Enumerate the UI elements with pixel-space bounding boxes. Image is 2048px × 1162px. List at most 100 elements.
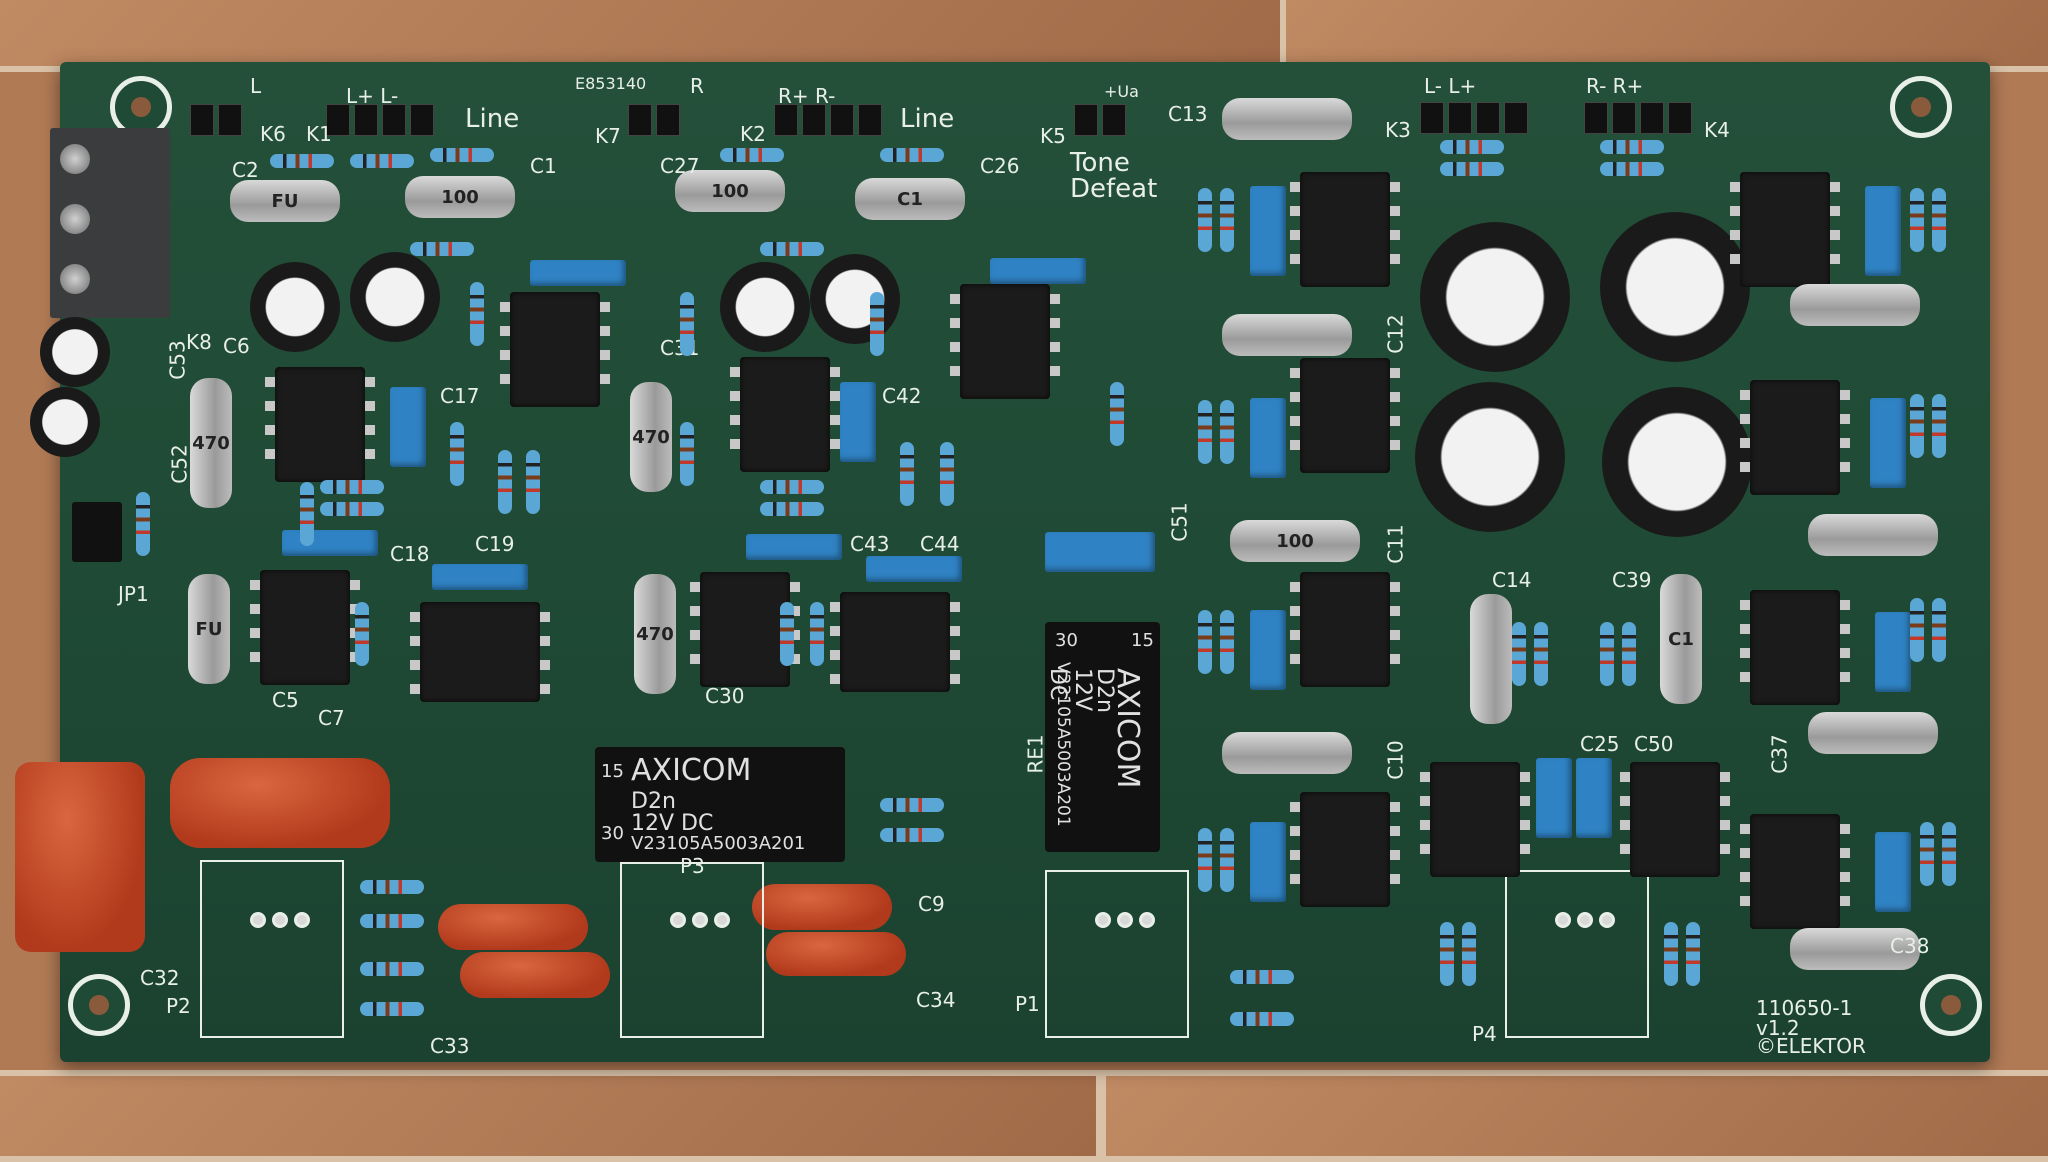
op-amp-ic	[1620, 762, 1730, 877]
cap-marking: FU	[195, 618, 223, 640]
resistor	[1110, 382, 1124, 446]
resistor	[900, 442, 914, 506]
resistor	[526, 450, 540, 514]
resistor	[300, 482, 314, 546]
label-k1-pins: L+ L-	[346, 84, 399, 108]
relay-model: D2n	[631, 789, 676, 814]
label-p2: P2	[166, 994, 191, 1018]
label-k3: K3	[1385, 118, 1411, 142]
relay-part: V23105A5003A201	[631, 833, 806, 854]
board-maker: ©ELEKTOR	[1756, 1034, 1866, 1058]
op-amp-ic	[1290, 172, 1400, 287]
label-k7: K7	[595, 124, 621, 148]
axial-capacitor: FU	[230, 180, 340, 222]
resistor	[1920, 822, 1934, 886]
label-c17: C17	[440, 384, 480, 408]
resistor	[1600, 162, 1664, 176]
resistor	[880, 828, 944, 842]
film-capacitor	[1875, 612, 1911, 692]
film-capacitor	[1870, 398, 1906, 488]
relay-pin: 15	[601, 761, 624, 782]
label-c26: C26	[980, 154, 1020, 178]
label-k5-pin: +Ua	[1104, 82, 1139, 101]
film-capacitor	[1045, 532, 1155, 572]
electrolytic-capacitor	[40, 317, 110, 387]
resistor	[1932, 188, 1946, 252]
axial-capacitor	[1222, 732, 1352, 774]
resistor	[1462, 922, 1476, 986]
label-c43: C43	[850, 532, 890, 556]
label-c1: C1	[530, 154, 557, 178]
film-capacitor	[1250, 398, 1286, 478]
op-amp-ic	[1290, 572, 1400, 687]
film-capacitor	[990, 258, 1086, 284]
label-k4-pins: R- R+	[1586, 74, 1644, 98]
resistor	[1198, 400, 1212, 464]
resistor	[810, 602, 824, 666]
label-c50: C50	[1634, 732, 1674, 756]
board-code: E853140	[575, 74, 647, 93]
op-amp-ic	[830, 592, 960, 697]
header-k2	[774, 104, 882, 136]
op-amp-ic	[730, 357, 840, 472]
resistor	[410, 242, 474, 256]
resistor	[720, 148, 784, 162]
resistor	[880, 148, 944, 162]
electrolytic-capacitor	[1600, 212, 1750, 362]
board-id: 110650-1	[1756, 996, 1853, 1020]
label-c42: C42	[882, 384, 922, 408]
resistor	[430, 148, 494, 162]
screw-icon	[60, 264, 90, 294]
label-p3: P3	[680, 854, 705, 878]
resistor	[360, 880, 424, 894]
axial-capacitor: 100	[675, 170, 785, 212]
solder-pad	[1117, 912, 1133, 928]
label-k2-pins: R+ R-	[778, 84, 836, 108]
label-c2: C2	[232, 158, 259, 182]
resistor	[1198, 188, 1212, 252]
resistor	[1440, 162, 1504, 176]
resistor	[470, 282, 484, 346]
resistor	[760, 480, 824, 494]
terminal-block-k8	[50, 128, 170, 318]
label-c19: C19	[475, 532, 515, 556]
label-k5: K5	[1040, 124, 1066, 148]
axial-capacitor	[1222, 98, 1352, 140]
resistor	[270, 154, 334, 168]
axial-capacitor: 470	[634, 574, 676, 694]
op-amp-ic	[690, 572, 800, 687]
film-capacitor	[530, 260, 626, 286]
film-capacitor	[1536, 758, 1572, 838]
pcb-board: K6 L K1 L+ L- Line E853140 K7 R K2 R+ R-…	[15, 62, 1990, 1062]
label-k4: K4	[1704, 118, 1730, 142]
label-c34: C34	[916, 988, 956, 1012]
axial-capacitor: 470	[630, 382, 672, 492]
label-c5: C5	[272, 688, 299, 712]
resistor	[1910, 598, 1924, 662]
resistor	[760, 242, 824, 256]
label-c53: C53	[165, 340, 190, 380]
film-capacitor-red	[752, 884, 892, 930]
label-k2: K2	[740, 122, 766, 146]
op-amp-ic	[1730, 172, 1840, 287]
label-line-right: Line	[900, 104, 955, 134]
relay-model: D2n	[1092, 668, 1117, 713]
resistor	[1932, 598, 1946, 662]
label-c10: C10	[1383, 740, 1408, 780]
relay-re2: AXICOM D2n 12V DC V23105A5003A201 15 30	[595, 747, 845, 862]
resistor	[355, 602, 369, 666]
film-capacitor	[1875, 832, 1911, 912]
cap-marking: 470	[192, 432, 230, 454]
label-p4: P4	[1472, 1022, 1497, 1046]
solder-pad	[1599, 912, 1615, 928]
resistor	[1664, 922, 1678, 986]
axial-capacitor: 100	[1230, 520, 1360, 562]
resistor	[1220, 828, 1234, 892]
resistor	[880, 798, 944, 812]
floor-tile	[1280, 0, 2048, 72]
resistor	[680, 422, 694, 486]
pot-footprint-p2	[200, 860, 344, 1038]
label-re1: RE1	[1023, 734, 1048, 774]
header-k4	[1584, 102, 1692, 134]
electrolytic-capacitor	[1602, 387, 1752, 537]
